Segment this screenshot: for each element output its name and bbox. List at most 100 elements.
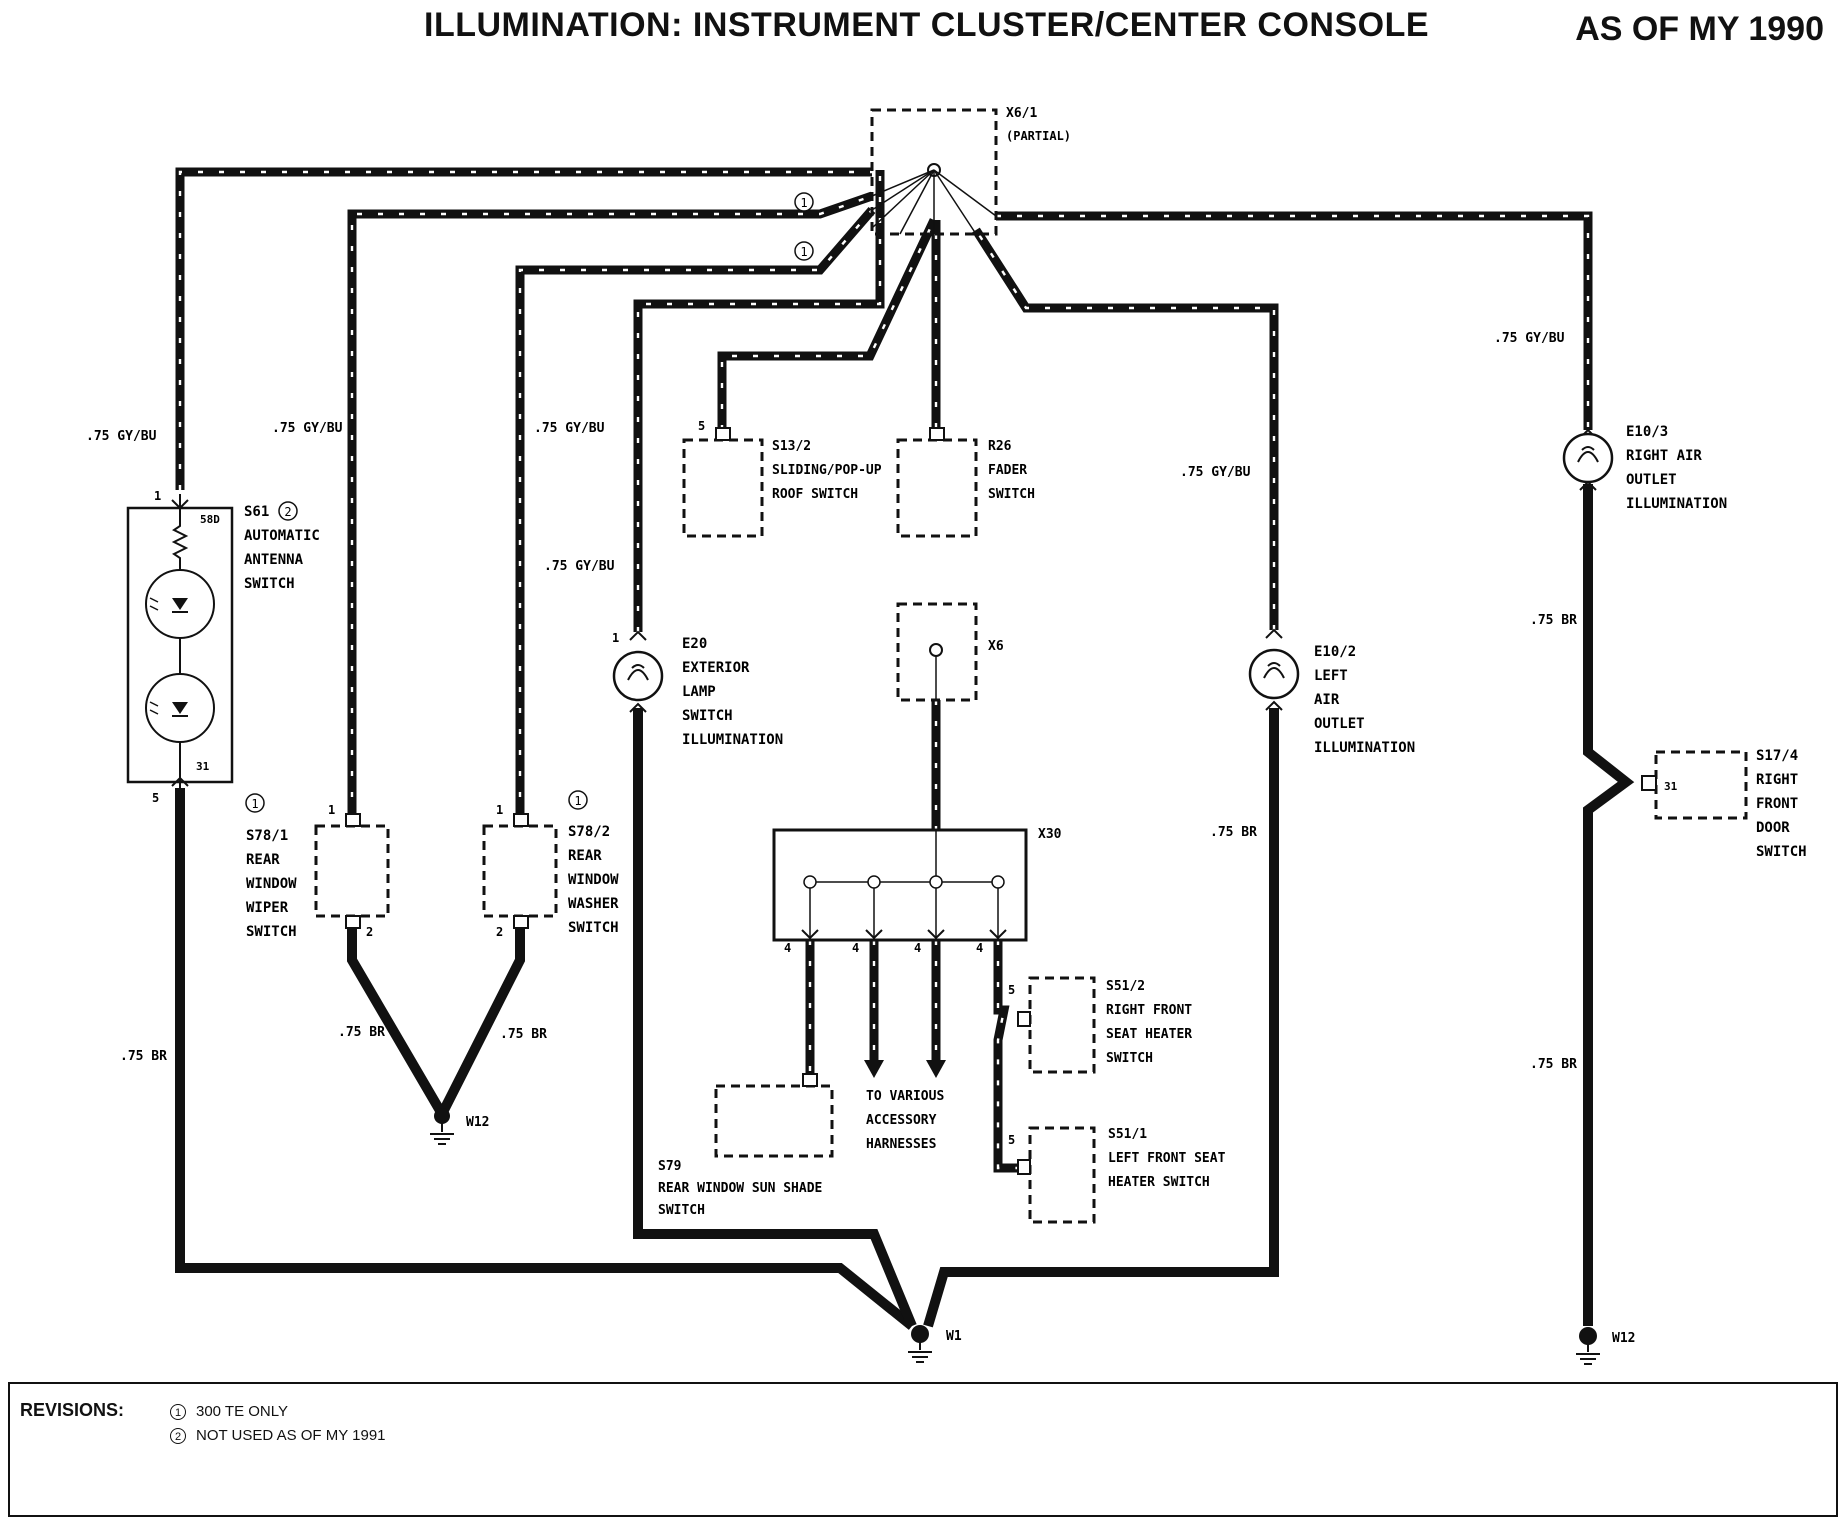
wire-label-br: .75 BR: [500, 1027, 547, 1042]
ground-w12-left: W12: [429, 1108, 489, 1145]
svg-text:LAMP: LAMP: [682, 684, 716, 700]
revision-number: 2: [170, 1428, 186, 1444]
wire-label-gybu: .75 GY/BU: [1180, 465, 1251, 480]
page-title: ILLUMINATION: INSTRUMENT CLUSTER/CENTER …: [424, 6, 1430, 44]
revision-1-marker-a: 1: [794, 192, 814, 212]
svg-text:REAR: REAR: [246, 852, 280, 868]
revision-item: 2 NOT USED AS OF MY 1991: [170, 1424, 386, 1448]
svg-text:FRONT: FRONT: [1756, 796, 1798, 812]
wire-label-br: .75 BR: [338, 1025, 385, 1040]
svg-text:4: 4: [914, 941, 921, 955]
svg-text:REAR: REAR: [568, 848, 602, 864]
svg-text:31: 31: [196, 760, 210, 773]
svg-text:WASHER: WASHER: [568, 896, 619, 912]
svg-text:2: 2: [496, 925, 503, 939]
s13-2-roof-switch: 5 S13/2 SLIDING/POP-UP ROOF SWITCH: [682, 419, 882, 538]
svg-text:ACCESSORY: ACCESSORY: [866, 1113, 937, 1128]
svg-text:RIGHT FRONT: RIGHT FRONT: [1106, 1003, 1192, 1018]
svg-text:2: 2: [366, 925, 373, 939]
x30-connector: X30 4 4 4 4: [772, 827, 1062, 955]
r26-fader-switch: R26 FADER SWITCH: [896, 427, 1035, 538]
x6-1-connector: X6/1 (PARTIAL) 1 1: [794, 106, 1071, 261]
svg-text:REAR WINDOW SUN SHADE: REAR WINDOW SUN SHADE: [658, 1181, 822, 1196]
ground-w12-right: W12: [1575, 1327, 1635, 1365]
wire-label-br: .75 BR: [1530, 1057, 1577, 1072]
svg-text:1: 1: [800, 196, 807, 210]
svg-text:4: 4: [852, 941, 859, 955]
s79-sun-shade-switch: S79 REAR WINDOW SUN SHADE SWITCH: [658, 1073, 834, 1218]
e10-3-lamp: E10/3 RIGHT AIR OUTLET ILLUMINATION: [1562, 424, 1727, 512]
svg-text:4: 4: [976, 941, 983, 955]
svg-text:SEAT HEATER: SEAT HEATER: [1106, 1027, 1192, 1042]
svg-text:SWITCH: SWITCH: [568, 920, 619, 936]
svg-text:R26: R26: [988, 439, 1012, 454]
svg-text:S78/2: S78/2: [568, 824, 610, 840]
svg-text:4: 4: [784, 941, 791, 955]
svg-text:5: 5: [698, 419, 705, 433]
svg-text:ILLUMINATION: ILLUMINATION: [1626, 496, 1727, 512]
wire-label-gybu: .75 GY/BU: [534, 421, 605, 436]
svg-text:2: 2: [284, 505, 291, 519]
svg-text:OUTLET: OUTLET: [1314, 716, 1365, 732]
x6-1-label: X6/1: [1006, 106, 1037, 121]
wire-label-gybu: .75 GY/BU: [1494, 331, 1565, 346]
accessory-note: TO VARIOUS ACCESSORY HARNESSES: [866, 1089, 944, 1152]
svg-text:1: 1: [251, 797, 258, 811]
svg-text:LEFT: LEFT: [1314, 668, 1348, 684]
wire-label-br: .75 BR: [1530, 613, 1577, 628]
svg-text:SWITCH: SWITCH: [658, 1203, 705, 1218]
svg-text:AUTOMATIC: AUTOMATIC: [244, 528, 320, 544]
svg-text:SWITCH: SWITCH: [1756, 844, 1807, 860]
s61-id: S61: [244, 504, 269, 520]
svg-text:AIR: AIR: [1314, 692, 1340, 708]
s17-4-door-switch: 31 S17/4 RIGHT FRONT DOOR SWITCH: [1641, 748, 1807, 860]
s78-1-wiper-switch: 1 2 1 S78/1 REAR WINDOW WIPER SWITCH: [245, 793, 390, 940]
svg-text:RIGHT: RIGHT: [1756, 772, 1798, 788]
svg-text:ROOF SWITCH: ROOF SWITCH: [772, 487, 858, 502]
svg-text:LEFT FRONT SEAT: LEFT FRONT SEAT: [1108, 1151, 1226, 1166]
revision-number: 1: [170, 1404, 186, 1420]
svg-text:WINDOW: WINDOW: [246, 876, 297, 892]
revision-1-marker-b: 1: [794, 241, 814, 261]
svg-text:1: 1: [328, 803, 335, 817]
e20-lamp: 1 E20 EXTERIOR LAMP SWITCH ILLUMINATION: [612, 630, 783, 748]
svg-text:1: 1: [612, 631, 619, 645]
svg-text:W1: W1: [946, 1329, 962, 1344]
wire-labels: .75 GY/BU .75 GY/BU .75 GY/BU .75 GY/BU …: [86, 331, 1577, 1072]
svg-text:FADER: FADER: [988, 463, 1027, 478]
svg-text:S13/2: S13/2: [772, 439, 811, 454]
accessory-harness-arrows: [864, 1060, 946, 1078]
svg-text:31: 31: [1664, 780, 1678, 793]
svg-text:SWITCH: SWITCH: [246, 924, 297, 940]
x6-connector: X6: [896, 602, 1004, 702]
svg-text:58D: 58D: [200, 513, 220, 526]
wiring-diagram: X6/1 (PARTIAL) 1 1 .75 GY/BU .75 GY/BU .…: [86, 106, 1807, 1365]
svg-text:S79: S79: [658, 1159, 681, 1174]
svg-text:ANTENNA: ANTENNA: [244, 552, 304, 568]
revisions-label: REVISIONS:: [20, 1400, 125, 1420]
svg-text:HEATER SWITCH: HEATER SWITCH: [1108, 1175, 1210, 1190]
svg-text:SLIDING/POP-UP: SLIDING/POP-UP: [772, 463, 882, 478]
s78-2-washer-switch: 1 2 1 S78/2 REAR WINDOW WASHER SWITCH: [482, 790, 619, 939]
revision-text: NOT USED AS OF MY 1991: [196, 1427, 386, 1444]
ground-w1: W1: [907, 1325, 962, 1363]
svg-text:ILLUMINATION: ILLUMINATION: [1314, 740, 1415, 756]
wire-label-gybu: .75 GY/BU: [272, 421, 343, 436]
svg-text:1: 1: [154, 489, 161, 503]
svg-text:W12: W12: [466, 1115, 489, 1130]
e10-2-lamp: E10/2 LEFT AIR OUTLET ILLUMINATION: [1248, 628, 1415, 756]
svg-text:SWITCH: SWITCH: [682, 708, 733, 724]
wire-label-br: .75 BR: [1210, 825, 1257, 840]
svg-text:OUTLET: OUTLET: [1626, 472, 1677, 488]
s51-2-seat-heater-switch: 5 S51/2 RIGHT FRONT SEAT HEATER SWITCH: [1008, 976, 1192, 1074]
svg-text:ILLUMINATION: ILLUMINATION: [682, 732, 783, 748]
wire-label-gybu: .75 GY/BU: [544, 559, 615, 574]
svg-text:E10/2: E10/2: [1314, 644, 1356, 660]
svg-text:X6: X6: [988, 639, 1004, 654]
svg-text:S17/4: S17/4: [1756, 748, 1798, 764]
svg-text:5: 5: [152, 791, 159, 805]
svg-text:5: 5: [1008, 983, 1015, 997]
s51-1-seat-heater-switch: 5 S51/1 LEFT FRONT SEAT HEATER SWITCH: [1008, 1126, 1226, 1224]
svg-text:HARNESSES: HARNESSES: [866, 1137, 937, 1152]
